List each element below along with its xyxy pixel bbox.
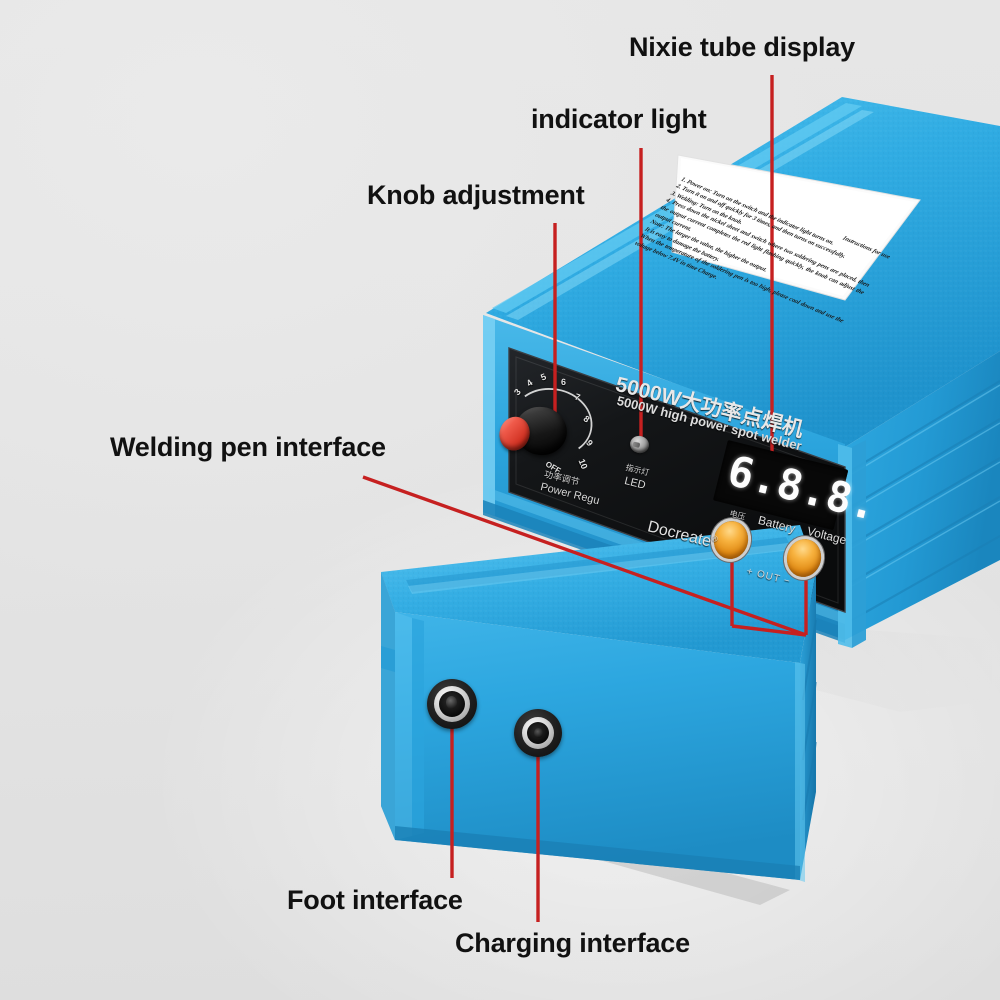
foot-interface-jack[interactable] xyxy=(427,679,477,729)
annotation-label-nixie-tube-display: Nixie tube display xyxy=(629,32,855,62)
annotation-label-charging-interface: Charging interface xyxy=(455,928,690,958)
foot-jack-pin xyxy=(446,696,457,709)
charging-jack-pin xyxy=(534,728,543,738)
annotation-label-knob-adjustment: Knob adjustment xyxy=(367,180,585,210)
annotation-label-indicator-light: indicator light xyxy=(531,104,707,134)
annotation-label-foot-interface: Foot interface xyxy=(287,885,463,915)
charging-interface-jack[interactable] xyxy=(514,709,562,757)
annotation-label-welding-pen-interface: Welding pen interface xyxy=(110,432,386,462)
dial-mark-6: 6 xyxy=(560,376,567,388)
